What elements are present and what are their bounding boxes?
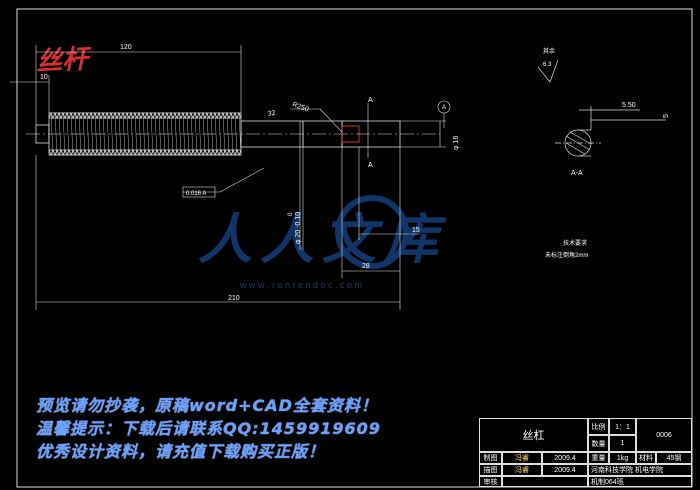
promo-line-2: 温馨提示：下载后请联系QQ:1459919609 xyxy=(36,419,381,438)
dim-15: 15 xyxy=(412,227,420,234)
thread-ridge xyxy=(238,112,242,156)
tb-weight-value: 1kg xyxy=(609,452,636,464)
dim-R250: R250 xyxy=(291,101,309,113)
watermark-url: w w w . r e n r e n d o c . c o m xyxy=(239,280,362,290)
tb-scale-label: 比例 xyxy=(588,418,609,435)
watermark: 人人文库 w w w . r e n r e n d o c . c o m xyxy=(198,195,447,290)
drawing-frame xyxy=(16,8,693,488)
tech-note: 未标注倒角2mm xyxy=(545,251,588,259)
thread-ridge xyxy=(106,112,110,156)
tb-material-label: 材料 xyxy=(636,452,656,464)
thread-ridge xyxy=(154,112,158,156)
tb-review-label: 审核 xyxy=(479,476,502,487)
roughness-symbol-icon xyxy=(537,59,559,83)
tb-school: 河南科技学院 机电学院 xyxy=(588,464,692,476)
thread-ridge xyxy=(110,112,114,156)
section-aa xyxy=(555,106,666,157)
dimension-lines xyxy=(10,45,446,310)
dim-shaft-diameter: φ 20 -0.10 xyxy=(295,212,302,244)
tb-designer-label: 制图 xyxy=(479,452,502,464)
roughness-value: 6.3 xyxy=(543,62,552,68)
datum-label: A xyxy=(442,105,446,111)
dim-28: 28 xyxy=(362,263,370,270)
thread-ridge xyxy=(150,112,154,156)
promo-line-3: 优秀设计资料，请充值下载购买正版！ xyxy=(36,442,326,461)
datum-circle xyxy=(437,100,451,114)
dim-5: 5 xyxy=(663,114,670,118)
tb-checker-name: 冯睿 xyxy=(502,464,542,476)
section-mark-a-bottom: A xyxy=(368,162,373,169)
tb-review-blank xyxy=(502,476,588,487)
dim-32: 32 xyxy=(267,110,276,118)
tb-scale-value: 1：1 xyxy=(609,418,636,435)
dim-210: 210 xyxy=(228,295,240,302)
roughness-label: 其余 xyxy=(543,47,555,55)
thread-ridge xyxy=(198,112,202,156)
tb-designer-name: 冯睿 xyxy=(502,452,542,464)
tolerance-text: 0.016 A xyxy=(186,191,206,197)
dim-120: 120 xyxy=(120,44,132,51)
watermark-text: 人人文库 xyxy=(198,208,447,271)
tb-qty-value: 1 xyxy=(609,435,636,452)
tb-weight-label: 重量 xyxy=(588,452,609,464)
drawing-title-red: 丝杆 xyxy=(35,44,92,77)
section-label: A-A xyxy=(571,170,583,177)
dim-10: 10 xyxy=(40,74,48,81)
tb-checker-date: 2009.4 xyxy=(542,464,588,476)
tb-checker-label: 描图 xyxy=(479,464,502,476)
tech-title: 技术要求 xyxy=(563,239,587,247)
tb-designer-date: 2009.4 xyxy=(542,452,588,464)
promo-line-1: 预览请勿抄袭，原稿word+CAD全套资料！ xyxy=(36,396,378,415)
tb-material-value: 45钢 xyxy=(656,452,692,464)
dim-shaft-tol-top: 0 xyxy=(288,212,294,216)
tolerance-frame xyxy=(182,186,216,198)
tb-code: 0006 xyxy=(636,418,692,452)
dim-16: φ 16 xyxy=(453,136,460,150)
tb-qty-label: 数量 xyxy=(588,435,609,452)
thread-ridge xyxy=(194,112,198,156)
section-mark-a-top: A xyxy=(368,97,373,104)
thread-ridge xyxy=(62,112,66,156)
tb-part-name: 丝杠 xyxy=(479,418,588,452)
tb-class: 机制064班 xyxy=(588,476,692,487)
dim-5-50: 5.50 xyxy=(622,102,636,109)
thread-ridge xyxy=(66,112,70,156)
